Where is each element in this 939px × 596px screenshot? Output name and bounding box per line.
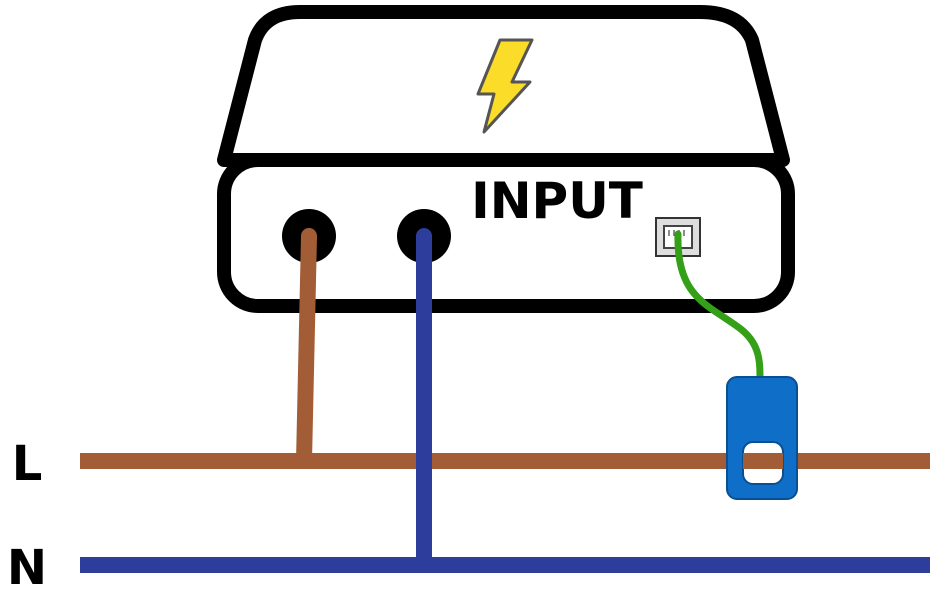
- current-clamp-icon: [726, 376, 798, 500]
- live-label: L: [12, 436, 43, 492]
- live-drop-wire: [296, 228, 317, 469]
- lightning-bolt-icon: [476, 38, 534, 134]
- sensor-cable: [674, 230, 764, 384]
- device-label: INPUT: [471, 172, 643, 230]
- device-front-panel: [217, 153, 795, 313]
- neutral-label: N: [7, 540, 47, 596]
